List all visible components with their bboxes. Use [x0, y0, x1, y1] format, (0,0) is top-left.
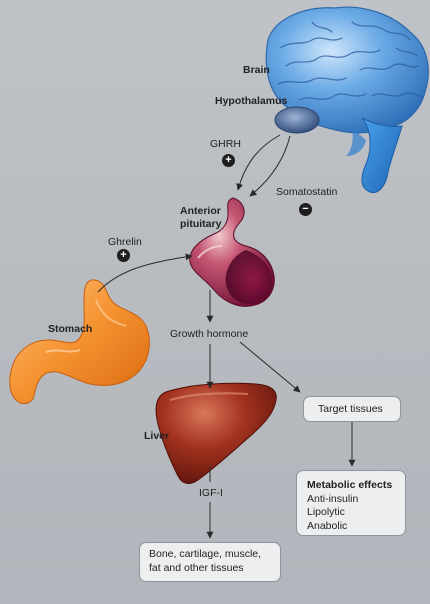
tissues-box: Bone, cartilage, muscle, fat and other t…	[139, 542, 281, 582]
liver-illustration	[155, 382, 277, 484]
ghrh-label: GHRH	[210, 138, 241, 150]
metabolic-item: Anti-insulin	[307, 492, 359, 505]
brain-label: Brain	[243, 64, 270, 76]
pituitary-illustration	[189, 197, 275, 307]
somatostatin-arrow	[249, 135, 291, 197]
tissues-line-2: fat and other tissues	[149, 561, 244, 574]
metabolic-effects-box: Metabolic effects Anti-insulin Lipolytic…	[296, 470, 406, 536]
stomach-label: Stomach	[48, 323, 93, 335]
gh-to-target-arrow	[239, 341, 301, 393]
anterior-pituitary-label-line2: pituitary	[180, 218, 222, 230]
somatostatin-label: Somatostatin	[276, 186, 338, 198]
anterior-pituitary-label-line1: Anterior	[180, 205, 221, 217]
target-tissues-text: Target tissues	[318, 403, 383, 415]
target-tissues-box: Target tissues	[303, 396, 401, 422]
somatostatin-minus-sign: −	[299, 203, 312, 216]
ghrelin-plus-sign: +	[117, 249, 130, 262]
brain-illustration	[265, 6, 429, 194]
metabolic-effects-title: Metabolic effects	[307, 479, 393, 491]
hypothalamus-label: Hypothalamus	[215, 95, 288, 107]
ghrelin-arrow	[97, 253, 193, 293]
metabolic-item: Anabolic	[307, 519, 348, 532]
tissues-line-1: Bone, cartilage, muscle,	[149, 548, 262, 560]
igf1-label: IGF-I	[199, 487, 223, 499]
ghrh-plus-sign: +	[222, 154, 235, 167]
metabolic-item: Lipolytic	[307, 506, 345, 519]
stomach-illustration	[9, 279, 150, 404]
growth-hormone-label: Growth hormone	[170, 328, 249, 340]
ghrh-arrow	[236, 134, 281, 191]
ghrelin-label: Ghrelin	[108, 236, 142, 248]
liver-label: Liver	[144, 430, 170, 442]
connector-arrows	[97, 134, 356, 539]
hypothalamus-illustration	[274, 106, 320, 134]
